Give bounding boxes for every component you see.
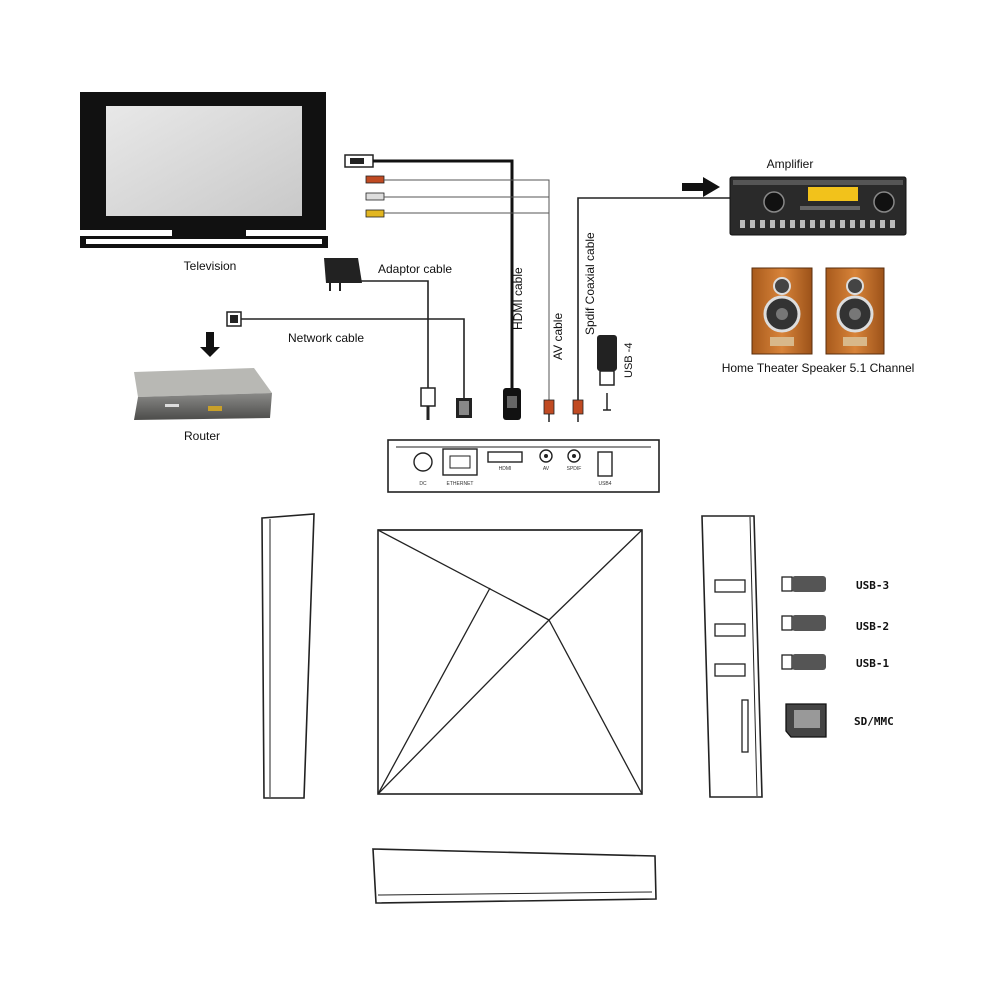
power-adaptor-icon [324,258,362,291]
television-label: Television [184,259,237,273]
amplifier-device [729,176,907,236]
tv-cable-bundle [344,154,550,400]
hdmi-cable-label: HDMI cable [511,267,525,330]
router-device [134,368,272,420]
right-side-view [701,515,763,798]
router-label: Router [184,429,220,443]
usb1-slot [714,663,746,677]
usb2-slot [714,623,746,637]
usb3-label: USB-3 [856,579,889,592]
dc-port [413,452,433,472]
av-cable-label: AV cable [551,313,565,360]
usb1-label: USB-1 [856,657,889,670]
amplifier-label: Amplifier [767,157,814,171]
av-port-label: AV [543,466,550,472]
speakers-device [751,267,885,355]
hdmi-port [487,451,523,463]
usb2-icon [781,615,826,631]
speakers-label: Home Theater Speaker 5.1 Channel [722,361,915,375]
usb4-port-label: USB4 [598,481,611,487]
network-cable-label: Network cable [288,331,364,345]
spdif-cable-label: Spdif Coaxial cable [583,232,597,335]
left-side-view [261,513,315,799]
sdmmc-label: SD/MMC [854,715,894,728]
top-view [377,529,643,795]
network-plug-icon [226,311,242,327]
adaptor-cable-label: Adaptor cable [378,262,452,276]
plug-ends [420,387,584,422]
front-view [372,848,657,904]
usb4-port [597,451,613,477]
network-cable [241,318,465,398]
back-panel: DC ETHERNET HDMI AV SPDIF USB4 [387,439,660,493]
ethernet-port-label: ETHERNET [447,481,474,487]
television-device [80,92,328,248]
sd-slot [741,699,749,753]
usb-stick-icon [597,335,617,411]
amplifier-arrow-icon [682,177,720,197]
spdif-port-label: SPDIF [567,466,582,472]
usb3-icon [781,576,826,592]
spdif-cable [577,197,730,400]
sd-card-icon [785,703,827,738]
dc-port-label: DC [419,481,427,487]
hdmi-port-label: HDMI [499,466,512,472]
usb1-icon [781,654,826,670]
usb4-label: USB -4 [623,343,635,378]
usb2-label: USB-2 [856,620,889,633]
router-arrow-icon [200,332,220,357]
adaptor-cable [360,280,429,390]
usb3-slot [714,579,746,593]
